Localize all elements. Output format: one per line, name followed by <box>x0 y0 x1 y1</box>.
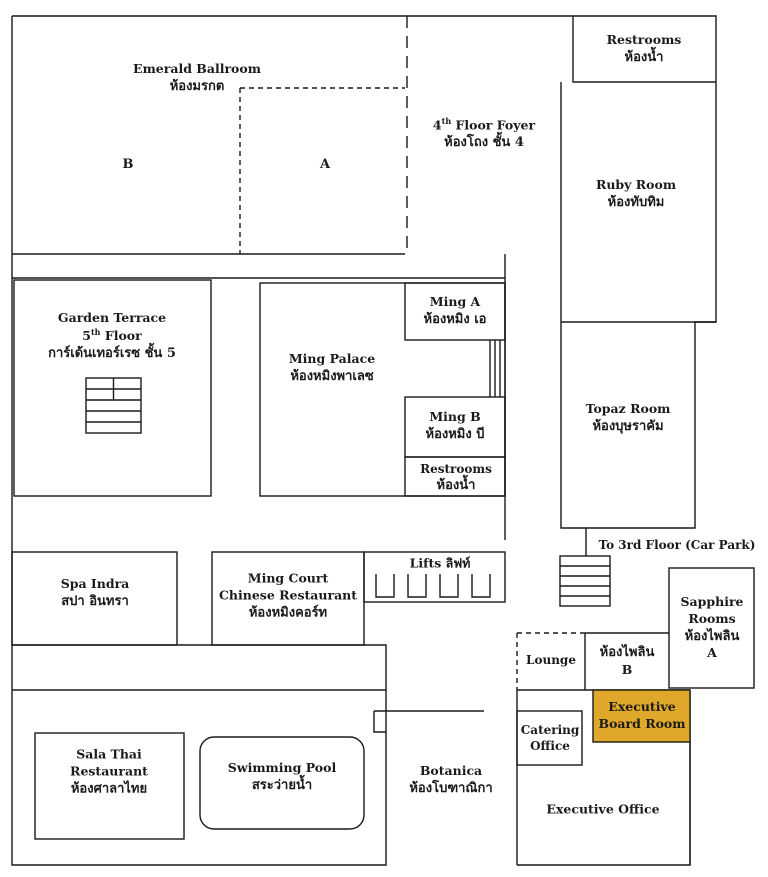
restrooms-top-walls <box>572 16 716 83</box>
sala-thai-wall <box>34 732 185 840</box>
lifts-label[interactable]: Lifts ลิฟท์ <box>409 555 471 571</box>
room-restrooms-mid[interactable]: Restrooms ห้องน้ำ <box>420 461 492 495</box>
garden-terrace-wall <box>13 279 212 497</box>
spa-th: สปา อินทรา <box>61 593 129 609</box>
room-garden-terrace[interactable]: Garden Terrace 5th Floor การ์เด้นเทอร์เร… <box>48 310 176 362</box>
ming-court-en1: Ming Court <box>247 570 329 586</box>
service-corridor <box>12 644 387 690</box>
garden-stairs-steps <box>86 378 141 423</box>
emerald-section-a[interactable]: A <box>319 157 331 173</box>
room-emerald-ballroom[interactable]: Emerald Ballroom ห้องมรกต <box>133 61 261 95</box>
room-sapphire-a[interactable]: Sapphire Rooms ห้องไพลิน A <box>681 594 744 662</box>
ming-palace-th: ห้องหมิงพาเลซ <box>290 368 374 384</box>
room-foyer[interactable]: 4th Floor Foyer ห้องโถง ชั้น 4 <box>433 116 535 152</box>
room-catering[interactable]: Catering Office <box>521 722 580 754</box>
ming-b-th: ห้องหมิง บี <box>425 426 485 442</box>
to-3rd-floor-label[interactable]: To 3rd Floor (Car Park) <box>598 537 756 552</box>
catering-wall <box>516 710 583 766</box>
room-restrooms-top[interactable]: Restrooms ห้องน้ำ <box>607 32 682 66</box>
sapphire-a-wall <box>668 567 755 689</box>
emerald-en: Emerald Ballroom <box>133 60 261 76</box>
room-sala-thai[interactable]: Sala Thai Restaurant ห้องศาลาไทย <box>70 746 148 797</box>
catering-line1: Catering <box>520 722 580 737</box>
ming-court-en2: Chinese Restaurant <box>218 587 358 603</box>
room-lounge[interactable]: Lounge <box>526 652 576 667</box>
sala-en2: Restaurant <box>70 763 148 779</box>
botanica-en: Botanica <box>419 762 483 778</box>
ming-court-th: ห้องหมิงคอร์ท <box>248 605 328 621</box>
sapphire-a-suffix: A <box>707 645 717 661</box>
room-swimming-pool[interactable]: Swimming Pool สระว่ายน้ำ <box>228 760 336 794</box>
ming-a-th: ห้องหมิง เอ <box>423 311 487 327</box>
lift-cars <box>375 574 491 598</box>
emerald-section-b[interactable]: B <box>122 157 134 173</box>
emerald-th: ห้องมรกต <box>169 78 225 94</box>
ruby-th: ห้องทับทิม <box>607 194 665 210</box>
room-spa-indra[interactable]: Spa Indra สปา อินทรา <box>61 576 130 610</box>
sapphire-en1: Sapphire <box>680 593 744 609</box>
sapphire-b-th: ห้องไพลิน <box>599 644 655 660</box>
sapphire-en2: Rooms <box>688 610 736 626</box>
garden-floor: 5th Floor <box>82 326 142 343</box>
room-executive-board[interactable]: Executive Board Room <box>599 699 686 733</box>
stairs-3rd-floor <box>559 555 611 607</box>
sapphire-th: ห้องไพลิน <box>684 628 740 644</box>
foyer-th: ห้องโถง ชั้น 4 <box>444 135 524 151</box>
room-executive-office[interactable]: Executive Office <box>546 801 660 817</box>
spa-en: Spa Indra <box>60 575 130 591</box>
restrooms-mid-th: ห้องน้ำ <box>436 478 476 494</box>
restrooms-top-en: Restrooms <box>606 31 682 47</box>
exec-board-line1: Executive <box>608 699 676 715</box>
exec-board-highlight <box>592 689 691 743</box>
ming-palace-en: Ming Palace <box>288 350 376 366</box>
catering-line2: Office <box>530 739 570 753</box>
restrooms-top-th: ห้องน้ำ <box>624 49 664 65</box>
sala-th: ห้องศาลาไทย <box>70 781 148 797</box>
ruby-en: Ruby Room <box>595 176 677 192</box>
restrooms-mid-wall <box>404 456 506 497</box>
lifts-wall <box>363 551 506 603</box>
topaz-en: Topaz Room <box>585 400 671 416</box>
room-topaz[interactable]: Topaz Room ห้องบุษราคัม <box>586 401 671 435</box>
ming-palace-wall <box>259 282 506 497</box>
ming-a-wall <box>404 282 506 341</box>
pool-th: สระว่ายน้ำ <box>251 777 313 793</box>
room-ruby[interactable]: Ruby Room ห้องทับทิม <box>596 177 676 211</box>
foyer-en: 4th Floor Foyer <box>432 116 536 133</box>
ming-a-en: Ming A <box>429 293 481 309</box>
pool-wall <box>199 736 365 830</box>
room-botanica[interactable]: Botanica ห้องโบฑาณิกา <box>409 763 492 797</box>
sapphire-b-suffix: B <box>621 661 633 677</box>
garden-en: Garden Terrace <box>57 309 167 325</box>
room-ming-a[interactable]: Ming A ห้องหมิง เอ <box>424 294 487 328</box>
room-ming-b[interactable]: Ming B ห้องหมิง บี <box>426 409 485 443</box>
room-ming-court[interactable]: Ming Court Chinese Restaurant ห้องหมิงคอ… <box>219 570 357 621</box>
room-ming-palace[interactable]: Ming Palace ห้องหมิงพาเลซ <box>289 351 375 385</box>
garden-th: การ์เด้นเทอร์เรซ ชั้น 5 <box>48 345 176 361</box>
sala-en1: Sala Thai <box>76 746 142 762</box>
restrooms-mid-en: Restrooms <box>420 462 492 477</box>
topaz-th: ห้องบุษราคัม <box>592 418 664 434</box>
room-sapphire-b[interactable]: ห้องไพลิน B <box>600 644 655 678</box>
botanica-th: ห้องโบฑาณิกา <box>409 780 493 796</box>
botanica-entrance <box>373 710 484 733</box>
exec-board-line2: Board Room <box>598 716 686 731</box>
pool-en: Swimming Pool <box>227 759 337 775</box>
ming-b-en: Ming B <box>429 408 481 424</box>
ming-passage <box>489 340 501 397</box>
stairs-3rd-steps <box>560 565 610 597</box>
